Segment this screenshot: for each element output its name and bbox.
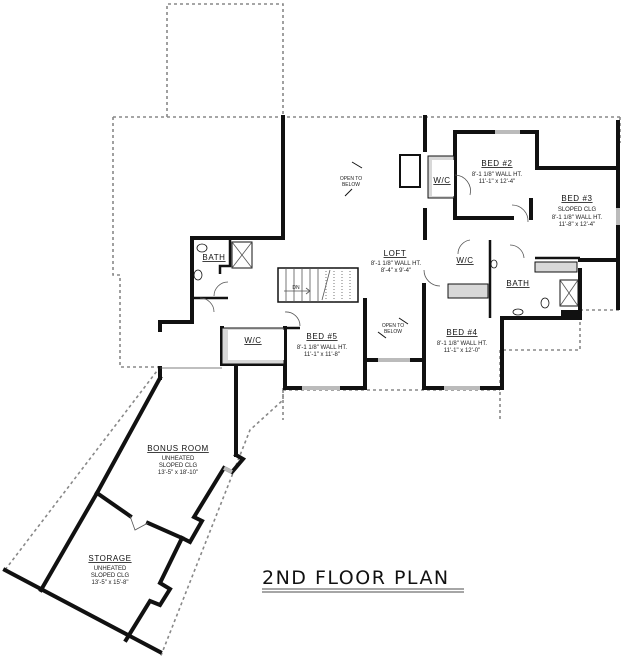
closets: [221, 154, 579, 365]
bath-right-title: BATH: [506, 279, 529, 288]
storage-ceiling: SLOPED CLG: [91, 573, 130, 579]
bonus-title: BONUS ROOM: [147, 444, 209, 453]
bonus-ceiling: SLOPED CLG: [159, 463, 198, 469]
doors: [129, 174, 529, 531]
bed5-title: BED #5: [306, 332, 337, 341]
open-below-arrows: [344, 161, 409, 339]
bed4-dimensions: 11'-1" x 12'-0": [444, 348, 480, 354]
bed2-wall-height: 8'-1 1/8" WALL HT.: [472, 172, 523, 178]
wic-bed2-title: W/C: [433, 176, 450, 185]
windows: [223, 130, 620, 474]
storage-dimensions: 13'-5" x 15'-8": [92, 580, 129, 586]
bed3-wall-height: 8'-1 1/8" WALL HT.: [552, 215, 603, 221]
bed5-dimensions: 11'-1" x 11'-8": [304, 352, 340, 358]
bed2-dimensions: 11'-1" x 12'-4": [479, 179, 515, 185]
storage-title: STORAGE: [88, 554, 131, 563]
loft-dimensions: 8'-4" x 9'-4": [381, 268, 411, 274]
plan-title-group: 2ND FLOOR PLAN: [262, 567, 464, 593]
bed2-title: BED #2: [481, 159, 512, 168]
open-below-2-line2: BELOW: [384, 329, 402, 335]
bed4-wall-height: 8'-1 1/8" WALL HT.: [437, 341, 488, 347]
storage-heat: UNHEATED: [94, 566, 127, 572]
wic-bed4-title: W/C: [456, 256, 473, 265]
loft-title: LOFT: [384, 249, 407, 258]
bed3-title: BED #3: [561, 194, 592, 203]
bonus-dimensions: 13'-5" x 18'-10": [158, 470, 198, 476]
open-below-1-line2: BELOW: [342, 182, 360, 188]
bed5-wall-height: 8'-1 1/8" WALL HT.: [297, 345, 348, 351]
stair-treads: [284, 268, 351, 302]
bed3-ceiling: SLOPED CLG: [558, 207, 597, 213]
bed4-title: BED #4: [446, 328, 477, 337]
room-labels: BED #2 8'-1 1/8" WALL HT. 11'-1" x 12'-4…: [88, 159, 602, 586]
wic-bed5-title: W/C: [244, 336, 261, 345]
open-below-1-line1: OPEN TO: [340, 176, 362, 182]
stair-down-label: DN: [292, 285, 300, 291]
bonus-heat: UNHEATED: [162, 456, 195, 462]
open-below-2-line1: OPEN TO: [382, 323, 404, 329]
bed3-dimensions: 11'-8" x 12'-4": [559, 222, 595, 228]
loft-wall-height: 8'-1 1/8" WALL HT.: [371, 261, 422, 267]
fixtures: [193, 241, 579, 316]
bath-left-title: BATH: [202, 253, 225, 262]
plan-title: 2ND FLOOR PLAN: [262, 567, 450, 589]
